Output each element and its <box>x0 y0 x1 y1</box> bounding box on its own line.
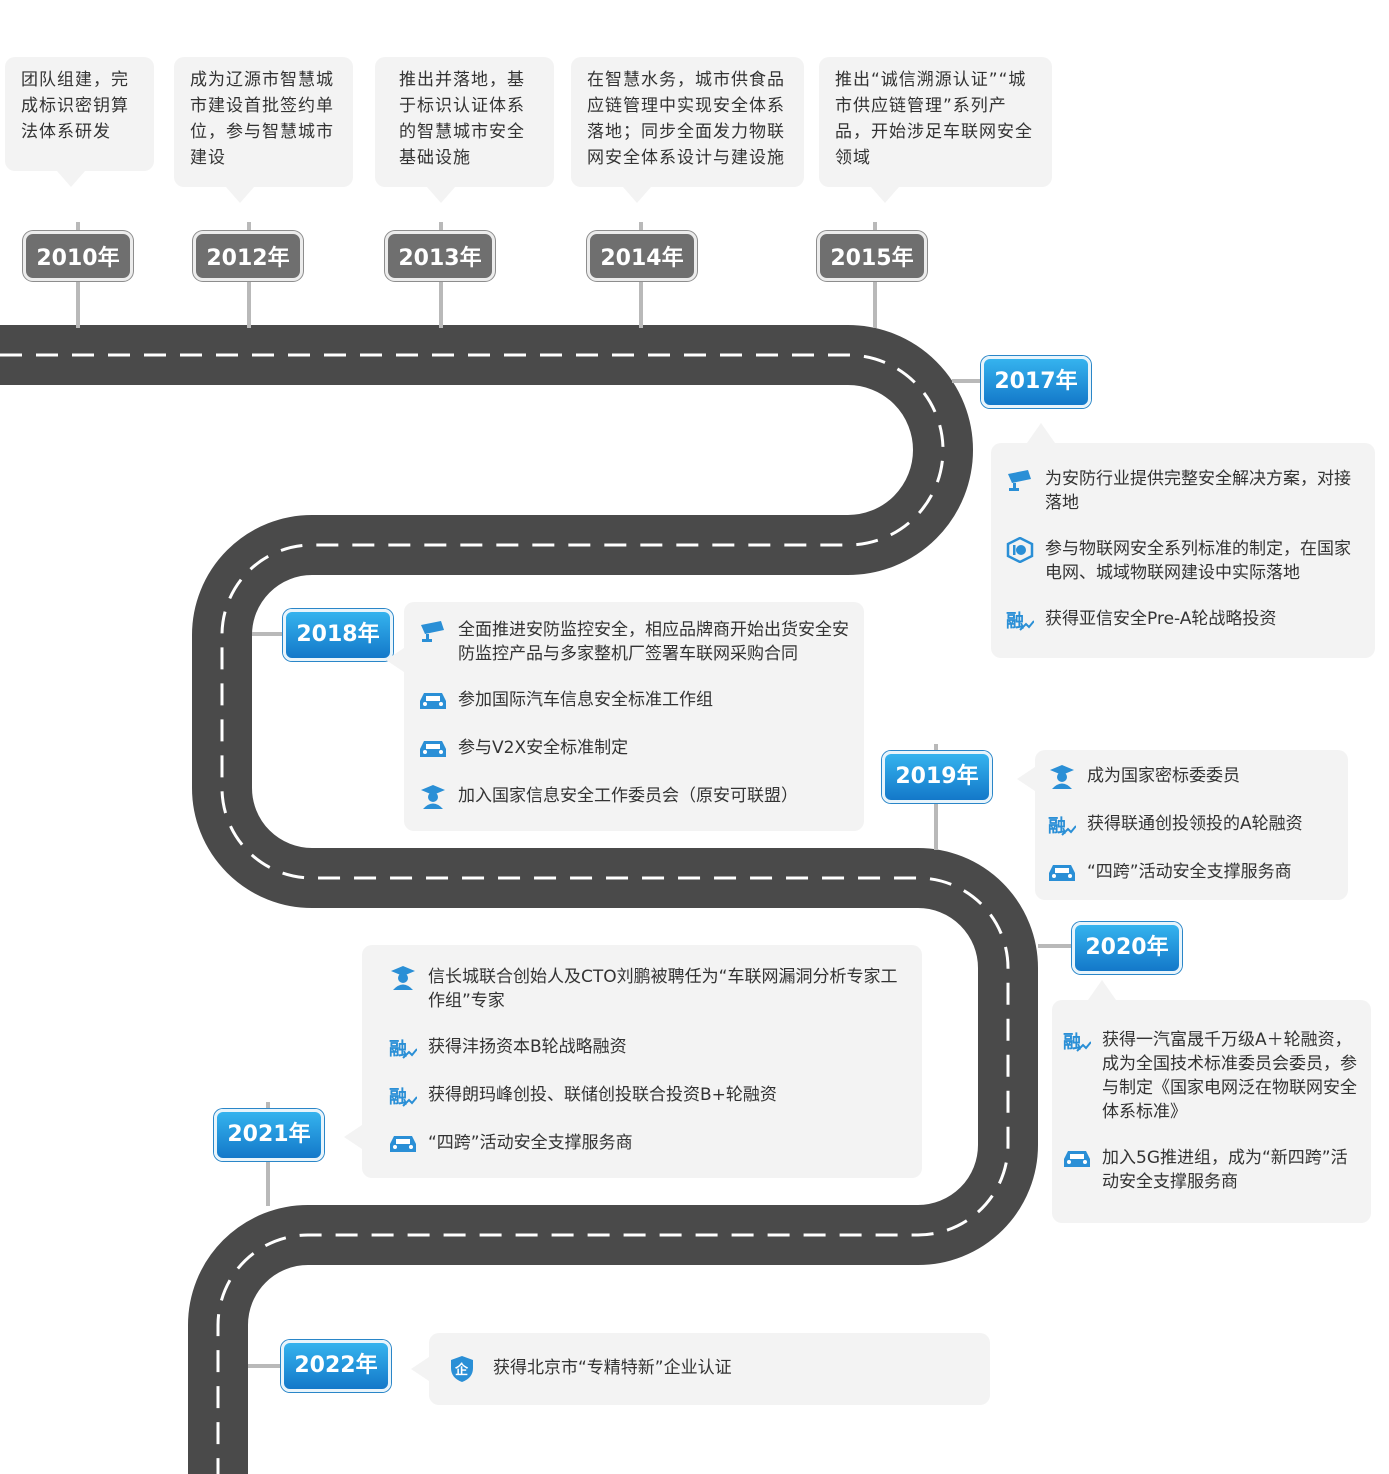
year-sign-2022: 2022年 <box>281 1340 391 1392</box>
list-item: 融 获得沣扬资本B轮战略融资 <box>388 1035 900 1061</box>
item-text: 获得一汽富晟千万级A＋轮融资，成为全国技术标准委员会委员，参与制定《国家电网泛在… <box>1102 1030 1357 1122</box>
svg-text:融: 融 <box>389 1039 407 1060</box>
year-label: 2020年 <box>1085 935 1169 960</box>
year-label: 2013年 <box>398 246 482 271</box>
year-sign-2021: 2021年 <box>214 1109 324 1161</box>
finance-icon: 融 <box>388 1083 418 1109</box>
list-item: 参与物联网安全系列标准的制定，在国家电网、城域物联网建设中实际落地 <box>1005 537 1361 585</box>
year-sign-2013: 2013年 <box>385 231 495 281</box>
svg-text:融: 融 <box>1063 1032 1081 1053</box>
item-text: 参与V2X安全标准制定 <box>458 738 629 758</box>
year-label: 2022年 <box>294 1353 378 1378</box>
milestone-text: 推出“诚信溯源认证”“城市供应链管理”系列产品，开始涉足车联网安全领域 <box>835 70 1033 168</box>
item-text: “四跨”活动安全支撑服务商 <box>1087 862 1292 882</box>
milestone-text: 在智慧水务，城市供食品应链管理中实现安全体系落地；同步全面发力物联网安全体系设计… <box>587 70 785 168</box>
svg-text:融: 融 <box>1006 611 1024 632</box>
list-item: 融 获得联通创投领投的A轮融资 <box>1047 812 1336 838</box>
finance-icon: 融 <box>1047 812 1077 838</box>
item-text: 参与物联网安全系列标准的制定，在国家电网、城域物联网建设中实际落地 <box>1045 539 1351 583</box>
svg-text:企: 企 <box>454 1362 469 1378</box>
year-label: 2019年 <box>895 764 979 789</box>
bubble-2013: 推出并落地，基于标识认证体系的智慧城市安全基础设施 <box>375 57 554 203</box>
road-surface <box>0 325 1038 1474</box>
finance-icon: 融 <box>1005 607 1035 633</box>
bubble-2019: 成为国家密标委委员 融 获得联通创投领投的A轮融资 “四跨”活动安全支撑服务商 <box>1017 750 1348 900</box>
bubble-2018: 全面推进安防监控安全，相应品牌商开始出货安全安防监控产品与多家整机厂签署车联网采… <box>386 602 864 831</box>
year-sign-2019: 2019年 <box>882 751 992 803</box>
milestone-text: 团队组建，完成标识密钥算法体系研发 <box>21 70 129 142</box>
year-label: 2018年 <box>296 622 380 647</box>
item-text: 加入5G推进组，成为“新四跨”活动安全支撑服务商 <box>1102 1148 1348 1192</box>
list-item: 全面推进安防监控安全，相应品牌商开始出货安全安防监控产品与多家整机厂签署车联网采… <box>418 618 850 666</box>
iot-icon <box>1005 537 1035 563</box>
svg-text:融: 融 <box>389 1087 407 1108</box>
year-sign-2012: 2012年 <box>193 231 303 281</box>
bubble-2021: 信长城联合创始人及CTO刘鹏被聘任为“车联网漏洞分析专家工作组”专家 融 获得沣扬… <box>344 945 922 1178</box>
item-text: 全面推进安防监控安全，相应品牌商开始出货安全安防监控产品与多家整机厂签署车联网采… <box>458 620 849 664</box>
car-icon <box>388 1131 418 1157</box>
list-item: 为安防行业提供完整安全解决方案，对接落地 <box>1005 467 1361 515</box>
bubble-2017: 为安防行业提供完整安全解决方案，对接落地 参与物联网安全系列标准的制定，在国家电… <box>991 423 1375 658</box>
year-label: 2014年 <box>600 246 684 271</box>
list-item: 成为国家密标委委员 <box>1047 764 1336 790</box>
list-item: 融 获得亚信安全Pre-A轮战略投资 <box>1005 607 1361 633</box>
year-label: 2010年 <box>36 246 120 271</box>
expert-icon <box>418 784 448 810</box>
bubble-2022: 企 获得北京市“专精特新”企业认证 <box>411 1333 990 1405</box>
list-item: 企 获得北京市“专精特新”企业认证 <box>447 1356 970 1382</box>
expert-icon <box>1047 764 1077 790</box>
camera-icon <box>418 618 448 644</box>
finance-icon: 融 <box>388 1035 418 1061</box>
road-center-dashes <box>0 353 1010 1474</box>
year-label: 2017年 <box>994 369 1078 394</box>
svg-text:融: 融 <box>1048 816 1066 837</box>
item-text: 加入国家信息安全工作委员会（原安可联盟） <box>458 786 798 806</box>
list-item: “四跨”活动安全支撑服务商 <box>1047 860 1336 886</box>
year-sign-2018: 2018年 <box>283 609 393 661</box>
bubble-2012: 成为辽源市智慧城市建设首批签约单位，参与智慧城市建设 <box>174 57 353 203</box>
list-item: 融 获得朗玛峰创投、联储创投联合投资B+轮融资 <box>388 1083 900 1109</box>
year-sign-2020: 2020年 <box>1072 922 1182 974</box>
item-text: 获得亚信安全Pre-A轮战略投资 <box>1045 609 1277 629</box>
year-sign-2017: 2017年 <box>981 356 1091 408</box>
item-text: 获得沣扬资本B轮战略融资 <box>428 1037 627 1057</box>
list-item: 信长城联合创始人及CTO刘鹏被聘任为“车联网漏洞分析专家工作组”专家 <box>388 965 900 1013</box>
list-item: 融获得一汽富晟千万级A＋轮融资，成为全国技术标准委员会委员，参与制定《国家电网泛… <box>1062 1028 1357 1124</box>
item-text: 获得朗玛峰创投、联储创投联合投资B+轮融资 <box>428 1085 777 1105</box>
item-text: 成为国家密标委委员 <box>1087 766 1240 786</box>
list-item: 加入5G推进组，成为“新四跨”活动安全支撑服务商 <box>1062 1146 1357 1194</box>
year-label: 2021年 <box>227 1122 311 1147</box>
finance-icon: 融 <box>1062 1028 1092 1054</box>
list-item: “四跨”活动安全支撑服务商 <box>388 1131 900 1157</box>
bubble-2010: 团队组建，完成标识密钥算法体系研发 <box>5 57 154 187</box>
car-icon <box>1047 860 1077 886</box>
bubble-2014: 在智慧水务，城市供食品应链管理中实现安全体系落地；同步全面发力物联网安全体系设计… <box>571 57 804 203</box>
item-text: 为安防行业提供完整安全解决方案，对接落地 <box>1045 469 1351 513</box>
car-icon <box>1062 1146 1092 1172</box>
camera-icon <box>1005 467 1035 493</box>
item-text: 获得联通创投领投的A轮融资 <box>1087 814 1303 834</box>
milestone-text: 成为辽源市智慧城市建设首批签约单位，参与智慧城市建设 <box>190 70 334 168</box>
item-text: 信长城联合创始人及CTO刘鹏被聘任为“车联网漏洞分析专家工作组”专家 <box>428 967 898 1011</box>
list-item: 加入国家信息安全工作委员会（原安可联盟） <box>418 784 850 810</box>
year-sign-2015: 2015年 <box>817 231 927 281</box>
bubble-2015: 推出“诚信溯源认证”“城市供应链管理”系列产品，开始涉足车联网安全领域 <box>819 57 1052 203</box>
item-text: “四跨”活动安全支撑服务商 <box>428 1133 633 1153</box>
milestone-text: 推出并落地，基于标识认证体系的智慧城市安全基础设施 <box>399 70 525 168</box>
list-item: 参加国际汽车信息安全标准工作组 <box>418 688 850 714</box>
year-sign-2014: 2014年 <box>587 231 697 281</box>
shield-icon: 企 <box>447 1356 477 1382</box>
car-icon <box>418 736 448 762</box>
year-label: 2012年 <box>206 246 290 271</box>
expert-icon <box>388 965 418 991</box>
year-sign-2010: 2010年 <box>23 231 133 281</box>
year-label: 2015年 <box>830 246 914 271</box>
item-text: 获得北京市“专精特新”企业认证 <box>493 1358 732 1378</box>
item-text: 参加国际汽车信息安全标准工作组 <box>458 690 713 710</box>
car-icon <box>418 688 448 714</box>
bubble-2020: 融获得一汽富晟千万级A＋轮融资，成为全国技术标准委员会委员，参与制定《国家电网泛… <box>1052 980 1371 1223</box>
list-item: 参与V2X安全标准制定 <box>418 736 850 762</box>
